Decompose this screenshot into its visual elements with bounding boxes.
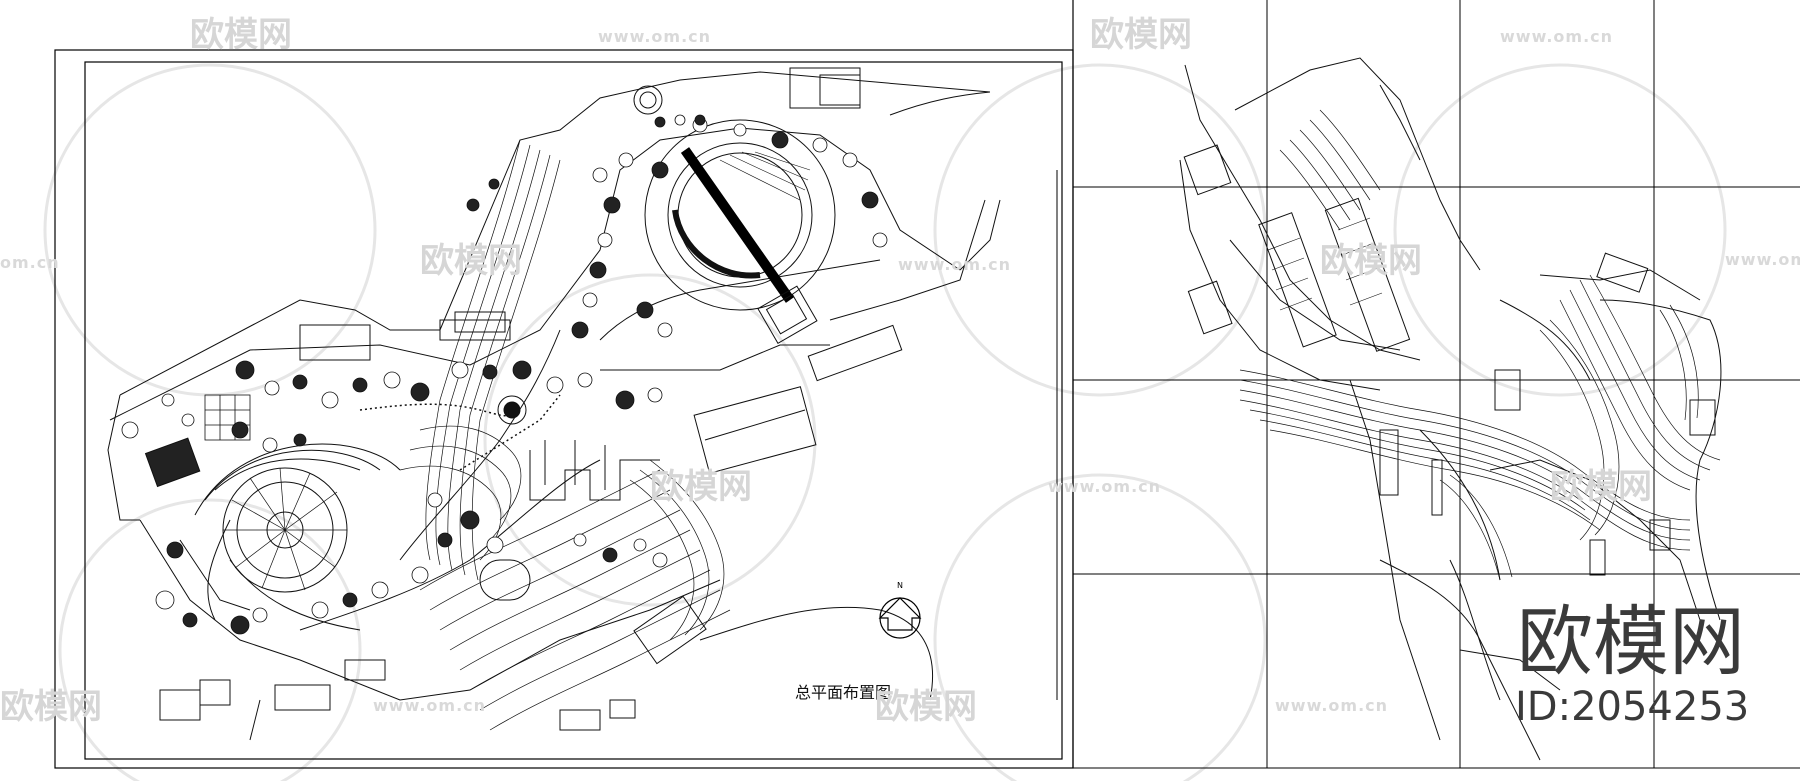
left-sheet: N 总平面布置图: [54, 49, 1074, 769]
watermark-brand: 欧模网: [1320, 241, 1422, 281]
inner-frame: [84, 61, 1063, 760]
grid-lines: [1073, 0, 1800, 769]
watermark-brand: 欧模网: [190, 15, 292, 55]
left-compound: [144, 311, 511, 721]
contours-right: [1239, 109, 1721, 581]
watermark-url: www.om.cn: [598, 27, 711, 46]
trees-left: [121, 114, 888, 635]
watermark-url: www.om.cn: [898, 255, 1011, 274]
watermark-url: www.om.cn: [1725, 250, 1800, 269]
watermark-brand: 欧模网: [875, 687, 977, 727]
right-sheet: 欧模网 ID:2054253: [1072, 0, 1800, 769]
watermark-brand: 欧模网: [1550, 467, 1652, 507]
right-site-lines: [1179, 57, 1722, 761]
amphitheatre: [179, 443, 401, 621]
circular-plaza: [633, 85, 836, 345]
model-id: ID:2054253: [1515, 684, 1749, 730]
right-buildings: [1183, 144, 1716, 576]
walkway: [359, 394, 561, 471]
fountain: [497, 395, 527, 425]
watermarks: 欧模网 欧模网 欧模网 欧模网 欧模网 欧模网 欧模网 欧模网 www.om.c…: [0, 15, 1800, 727]
watermark-brand: 欧模网: [0, 687, 102, 727]
watermark-url: www.om.cn: [1500, 27, 1613, 46]
north-arrow: N: [878, 581, 922, 639]
watermark-url: www.om.cn: [373, 696, 486, 715]
site-plan-lines: [107, 71, 1001, 741]
watermark-url: www.om.cn: [1275, 696, 1388, 715]
watermark-url: www.om.cn: [1048, 477, 1161, 496]
north-label: N: [897, 581, 903, 590]
brand-logo: 欧模网: [1517, 597, 1745, 686]
contours-left: [399, 139, 731, 731]
sheet-title: 总平面布置图: [795, 683, 891, 702]
middle-buildings: [479, 67, 903, 731]
outer-frame: [54, 49, 1074, 769]
watermark-brand: 欧模网: [650, 467, 752, 507]
watermark-brand: 欧模网: [1090, 15, 1192, 55]
watermark-brand: 欧模网: [420, 241, 522, 281]
watermark-circles: [43, 63, 1727, 781]
watermark-url-short: om.cn: [0, 253, 60, 272]
